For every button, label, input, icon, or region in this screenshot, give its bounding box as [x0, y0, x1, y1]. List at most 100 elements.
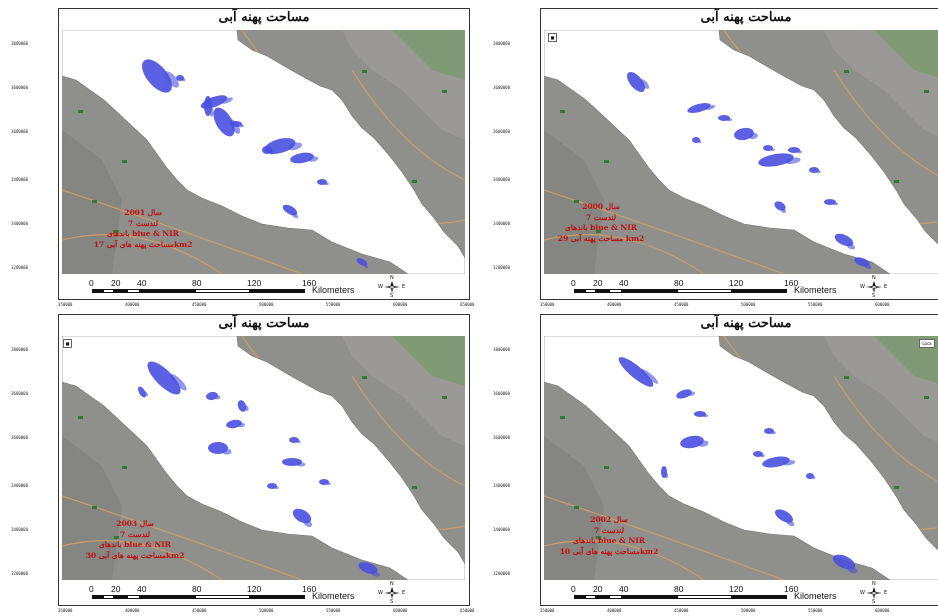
scale-label: 160	[302, 584, 317, 594]
x-tick-label: 450000	[192, 608, 207, 613]
water-body	[290, 152, 314, 164]
caption-area: مساحت پهنه های آبی 30km2	[85, 550, 185, 560]
road-shield-icon	[122, 466, 127, 469]
water-body	[847, 566, 858, 574]
compass-e-label: E	[402, 590, 406, 596]
caption-satellite: لندست 7	[128, 218, 158, 228]
road-shield-icon	[92, 200, 97, 203]
water-body	[771, 431, 776, 435]
water-body	[702, 414, 709, 418]
compass-needle	[390, 587, 394, 593]
scale-bar-segment	[127, 289, 140, 293]
y-tick-label: 3400000	[11, 177, 28, 182]
water-body	[726, 118, 733, 122]
x-tick-label: 600000	[393, 302, 408, 307]
x-tick-label: 350000	[540, 608, 555, 613]
scale-bar-segment	[250, 289, 305, 293]
y-tick-label: 3400000	[11, 483, 28, 488]
scale-label: 20	[593, 278, 603, 288]
y-tick-label: 3600000	[493, 391, 510, 396]
compass-n-label: N	[390, 275, 394, 281]
x-tick-label: 500000	[259, 302, 274, 307]
caption-bands: باندهای blue & NIR	[572, 536, 646, 545]
scale-label: 0	[89, 278, 94, 288]
x-tick-label: 400000	[125, 608, 140, 613]
scale-label: 20	[111, 278, 121, 288]
caption-year: سال 2000	[582, 202, 620, 211]
water-body	[220, 97, 233, 104]
compass-s-label: S	[390, 293, 394, 299]
water-body	[237, 423, 246, 428]
water-body	[296, 440, 301, 444]
water-body	[640, 79, 650, 89]
scale-label: 40	[619, 584, 629, 594]
water-body	[816, 170, 821, 174]
road-shield-icon	[442, 396, 447, 399]
y-tick-label: 3400000	[493, 221, 510, 226]
compass-e-label: E	[884, 590, 888, 596]
layer-toggle-button[interactable]: ■	[63, 339, 72, 348]
water-body	[811, 476, 816, 480]
road-line	[833, 69, 938, 177]
caption-bands: باندهای blue & NIR	[106, 229, 180, 238]
water-body	[170, 374, 187, 391]
water-body	[627, 72, 645, 92]
water-body	[762, 456, 790, 468]
scale-unit: Kilometers	[312, 285, 355, 295]
water-body	[697, 140, 702, 144]
caption-satellite: لندست 7	[586, 212, 616, 222]
layer-toggle-button[interactable]: ■	[548, 33, 557, 42]
water-body	[147, 361, 181, 395]
x-tick-label: 350000	[58, 608, 73, 613]
x-tick-label: 550000	[808, 302, 823, 307]
compass-n-label: N	[872, 581, 876, 587]
x-tick-label: 350000	[58, 302, 73, 307]
water-body	[358, 562, 378, 574]
compass-w-label: W	[860, 284, 865, 290]
map-caption: سال 2001 لندست 7 باندهای blue & NIR مساح…	[83, 208, 203, 250]
scale-bar-segment	[585, 595, 596, 599]
water-body	[832, 202, 839, 206]
road-shield-icon	[122, 160, 127, 163]
water-body	[774, 509, 794, 523]
water-body	[770, 148, 775, 152]
compass-arms	[384, 286, 400, 288]
x-tick-label: 600000	[875, 302, 890, 307]
basemap[interactable]	[62, 336, 465, 580]
panel-title: مساحت پهنه آبی	[700, 316, 792, 331]
road-shield-icon	[604, 466, 609, 469]
water-body	[303, 520, 313, 528]
water-body	[786, 519, 795, 527]
caption-area: مساحت پهنه های آبی 10km2	[559, 546, 659, 556]
y-tick-label: 3400000	[11, 527, 28, 532]
x-tick-label: 450000	[674, 302, 689, 307]
water-body	[697, 440, 709, 447]
basemap[interactable]	[544, 30, 938, 274]
compass-w-label: W	[378, 590, 383, 596]
scale-label: 80	[674, 278, 684, 288]
y-tick-label: 3400000	[493, 483, 510, 488]
location-button[interactable]: Loca	[919, 339, 935, 348]
x-tick-label: 400000	[607, 608, 622, 613]
scale-label: 40	[137, 584, 147, 594]
panel-title: مساحت پهنه آبی	[218, 316, 310, 331]
y-tick-label: 3800000	[11, 347, 28, 352]
basemap[interactable]	[62, 30, 465, 274]
compass-n-label: N	[390, 581, 394, 587]
water-body	[758, 153, 794, 167]
road-line	[544, 540, 705, 580]
water-body	[780, 208, 787, 213]
scale-label: 80	[674, 584, 684, 594]
water-body	[282, 204, 298, 216]
compass-e-label: E	[402, 284, 406, 290]
water-body	[832, 554, 856, 570]
y-tick-label: 3600000	[493, 129, 510, 134]
road-line	[351, 375, 465, 487]
road-shield-icon	[362, 376, 367, 379]
basemap[interactable]	[544, 336, 938, 580]
caption-bands: باندهای blue & NIR	[98, 540, 172, 549]
y-tick-label: 3400000	[11, 221, 28, 226]
